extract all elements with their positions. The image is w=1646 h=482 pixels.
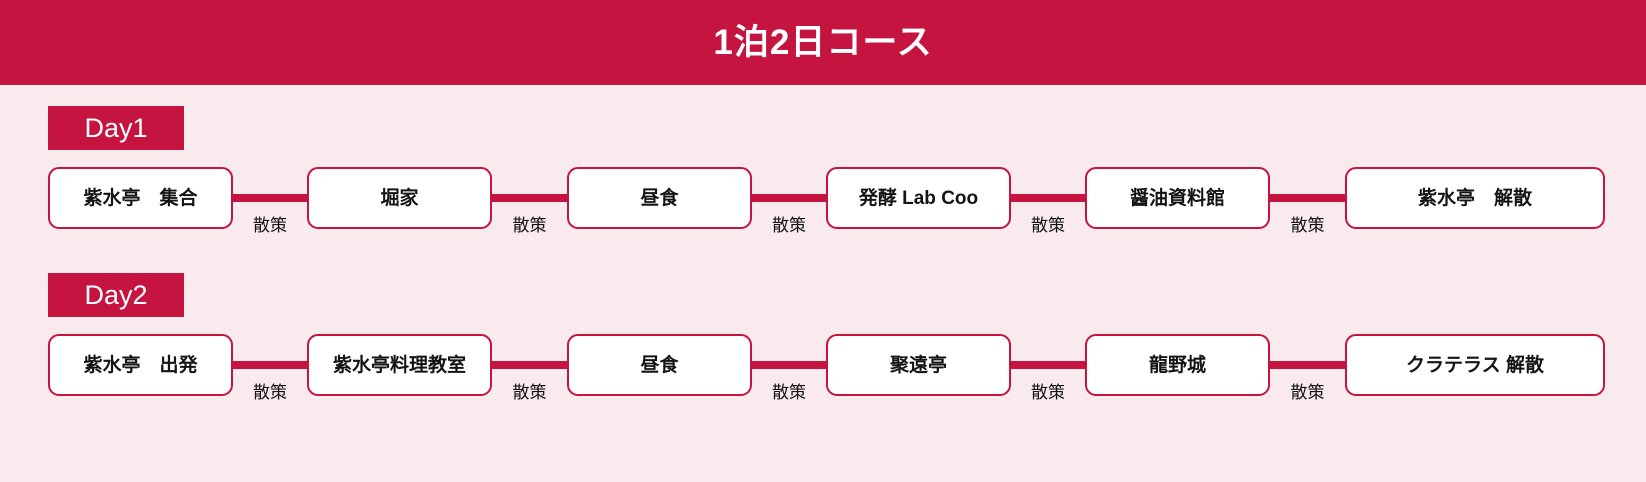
connector-label: 散策 xyxy=(772,216,806,235)
connector-label: 散策 xyxy=(512,383,547,402)
day-badge-label: Day2 xyxy=(84,279,148,310)
timeline-node-label: 醤油資料館 xyxy=(1129,187,1225,209)
day-badge-1: Day1 xyxy=(48,106,184,150)
timeline-connector xyxy=(231,361,309,369)
timeline-node[interactable]: 紫水亭 集合 xyxy=(48,167,233,229)
timeline-connector xyxy=(1009,194,1087,202)
timeline-node-label: 紫水亭料理教室 xyxy=(332,354,466,376)
connector-label: 散策 xyxy=(772,383,806,402)
timeline-node[interactable]: クラテラス 解散 xyxy=(1345,334,1605,396)
timeline-connector xyxy=(1009,361,1087,369)
day-badge-label: Day1 xyxy=(84,112,148,143)
connector-label: 散策 xyxy=(1290,216,1325,235)
connector-label: 散策 xyxy=(512,216,547,235)
connector-label: 散策 xyxy=(1031,216,1065,235)
timeline-node[interactable]: 昼食 xyxy=(567,167,752,229)
day-badge-2: Day2 xyxy=(48,273,184,317)
timeline-node[interactable]: 昼食 xyxy=(567,334,752,396)
timeline-day-2: 散策 散策 散策 散策 散策 紫水亭 出発 紫水亭料理教室 昼食 聚遠亭 龍野城 クラテラス 解散 xyxy=(48,334,1605,401)
connector-label: 散策 xyxy=(253,216,287,235)
timeline-node-label: 紫水亭 出発 xyxy=(83,354,198,376)
timeline-connector xyxy=(1268,361,1347,369)
page-title: 1泊2日コース xyxy=(713,23,933,62)
timeline-connector xyxy=(750,361,828,369)
timeline-connector xyxy=(1268,194,1347,202)
timeline-node-label: 発酵 Lab Coo xyxy=(858,187,979,209)
timeline-node-label: 龍野城 xyxy=(1148,354,1206,376)
timeline-node[interactable]: 醤油資料館 xyxy=(1085,167,1270,229)
timeline-connector xyxy=(490,194,569,202)
timeline-node[interactable]: 発酵 Lab Coo xyxy=(826,167,1011,229)
connector-label: 散策 xyxy=(253,383,287,402)
connector-label: 散策 xyxy=(1031,383,1065,402)
timeline-node-label: 昼食 xyxy=(640,187,679,209)
timeline-node[interactable]: 紫水亭料理教室 xyxy=(307,334,492,396)
timeline-node[interactable]: 紫水亭 出発 xyxy=(48,334,233,396)
timeline-connector xyxy=(490,361,569,369)
timeline-node-label: 昼食 xyxy=(640,354,679,376)
timeline-day-1: 散策 散策 散策 散策 散策 紫水亭 集合 堀家 昼食 発酵 Lab Coo 醤油資料館 紫水亭 解… xyxy=(48,167,1605,234)
timeline-node[interactable]: 聚遠亭 xyxy=(826,334,1011,396)
timeline-node[interactable]: 紫水亭 解散 xyxy=(1345,167,1605,229)
timeline-connector xyxy=(231,194,309,202)
timeline-node-label: 聚遠亭 xyxy=(889,354,947,376)
connector-label: 散策 xyxy=(1290,383,1325,402)
timeline-node-label: 堀家 xyxy=(380,187,419,209)
timeline-node[interactable]: 堀家 xyxy=(307,167,492,229)
page-header: 1泊2日コース xyxy=(0,0,1646,85)
timeline-node-label: クラテラス 解散 xyxy=(1406,354,1544,376)
timeline-node-label: 紫水亭 解散 xyxy=(1417,187,1532,209)
timeline-node-label: 紫水亭 集合 xyxy=(83,187,198,209)
timeline-node[interactable]: 龍野城 xyxy=(1085,334,1270,396)
timeline-connector xyxy=(750,194,828,202)
